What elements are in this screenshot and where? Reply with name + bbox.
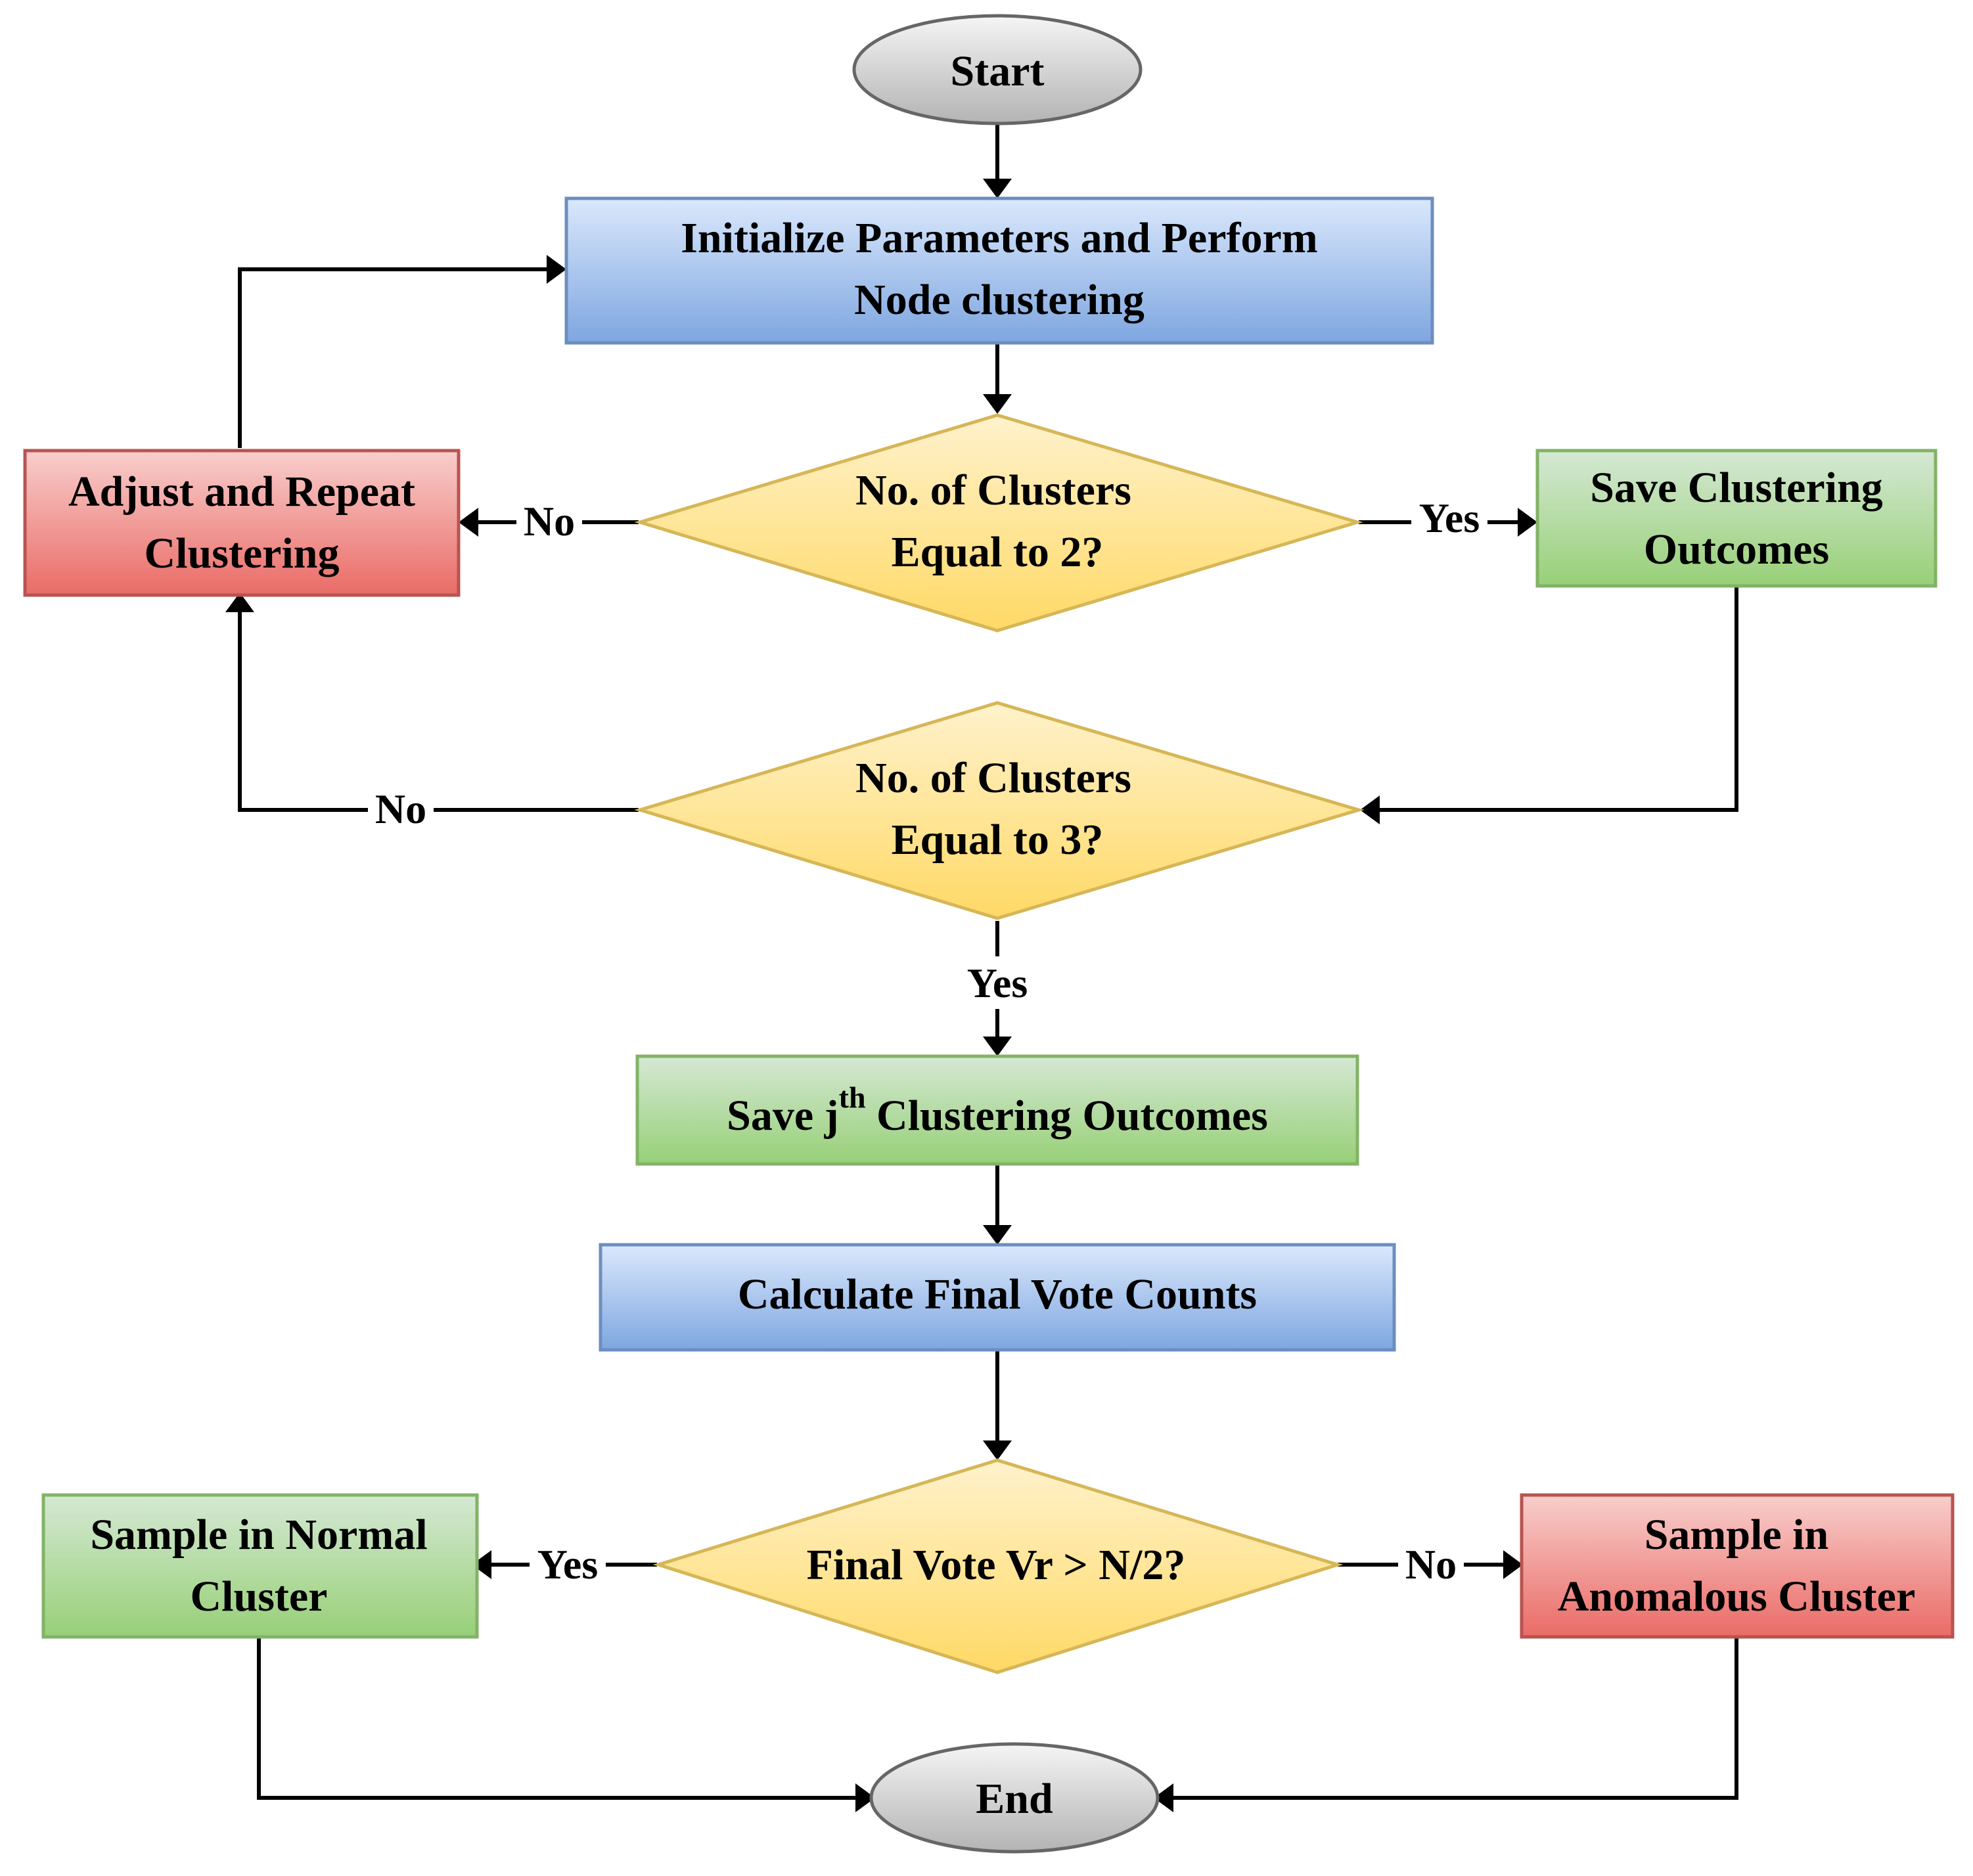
edge-labels: No Yes No Yes Yes No	[368, 494, 1487, 1590]
check2-label-line1: No. of Clusters	[855, 466, 1131, 514]
normal-label-line1: Sample in Normal	[90, 1511, 427, 1559]
check3-label-line1: No. of Clusters	[855, 754, 1131, 802]
calc-votes-node: Calculate Final Vote Counts	[599, 1243, 1396, 1352]
edge-adjust-to-init	[238, 267, 560, 448]
final-vote-decision: Final Vote Vr > N/2?	[652, 1458, 1344, 1674]
arrowheads	[225, 179, 1537, 1812]
check2-decision: No. of Clusters Equal to 2?	[634, 413, 1363, 633]
arrowhead-check3-right	[1360, 795, 1380, 824]
arrowhead-save-left	[1518, 508, 1537, 537]
arrowhead-end-left	[855, 1783, 875, 1812]
edge-normal-to-end	[257, 1637, 869, 1800]
vote-no-label: No	[1405, 1541, 1457, 1588]
save-j-sup: th	[839, 1081, 866, 1114]
save-j-prefix: Save j	[727, 1092, 838, 1140]
arrowhead-anomalous-left	[1503, 1550, 1523, 1579]
init-label-line1: Initialize Parameters and Perform	[681, 214, 1318, 262]
arrowhead-adjust-right	[459, 508, 478, 537]
start-label: Start	[951, 47, 1045, 95]
arrowhead-calc-top	[983, 1225, 1012, 1245]
edges	[238, 123, 1738, 1800]
adjust-label-line1: Adjust and Repeat	[68, 468, 415, 516]
check3-decision: No. of Clusters Equal to 3?	[634, 701, 1365, 920]
normal-label-line2: Cluster	[191, 1573, 328, 1620]
arrowhead-check2-top	[983, 394, 1012, 414]
arrowhead-savej-top	[983, 1037, 1012, 1056]
adjust-node: Adjust and Repeat Clustering	[23, 449, 461, 597]
save-outcomes-label-line1: Save Clustering	[1590, 464, 1883, 512]
vote-yes-label: Yes	[537, 1541, 598, 1588]
init-label-line2: Node clustering	[854, 276, 1145, 324]
normal-cluster-node: Sample in Normal Cluster	[41, 1493, 479, 1639]
end-label: End	[976, 1775, 1053, 1823]
start-node: Start	[852, 14, 1143, 125]
arrowhead-vote-top	[983, 1440, 1012, 1460]
check2-no-label: No	[524, 498, 575, 545]
arrowhead-adjust-bottom	[225, 592, 254, 612]
save-j-suffix: Clustering Outcomes	[866, 1092, 1268, 1140]
arrowhead-init-top	[983, 179, 1012, 198]
adjust-label-line2: Clustering	[145, 529, 340, 577]
edge-check3-no	[238, 599, 639, 812]
check3-label-line2: Equal to 3?	[892, 816, 1104, 864]
save-j-label: Save jth Clustering Outcomes	[727, 1081, 1268, 1140]
check2-yes-label: Yes	[1419, 495, 1480, 541]
check2-label-line2: Equal to 2?	[892, 528, 1104, 576]
save-j-node: Save jth Clustering Outcomes	[635, 1054, 1359, 1166]
edge-anomalous-to-end	[1160, 1637, 1738, 1800]
anomalous-label-line1: Sample in	[1644, 1511, 1829, 1559]
check3-yes-label: Yes	[967, 960, 1028, 1006]
anomalous-cluster-node: Sample in Anomalous Cluster	[1520, 1493, 1955, 1639]
save-outcomes-label-line2: Outcomes	[1644, 525, 1829, 573]
end-node: End	[869, 1742, 1160, 1854]
arrowhead-end-right	[1154, 1783, 1173, 1812]
save-outcomes-node: Save Clustering Outcomes	[1535, 449, 1938, 588]
arrowhead-init-left	[547, 255, 566, 284]
anomalous-label-line2: Anomalous Cluster	[1558, 1573, 1916, 1620]
arrowhead-normal-right	[472, 1550, 491, 1579]
edge-save-to-check3	[1367, 586, 1738, 812]
check3-no-label: No	[375, 786, 426, 832]
init-node: Initialize Parameters and Perform Node c…	[564, 196, 1434, 345]
calc-votes-label: Calculate Final Vote Counts	[738, 1270, 1257, 1318]
final-vote-label: Final Vote Vr > N/2?	[807, 1541, 1186, 1589]
